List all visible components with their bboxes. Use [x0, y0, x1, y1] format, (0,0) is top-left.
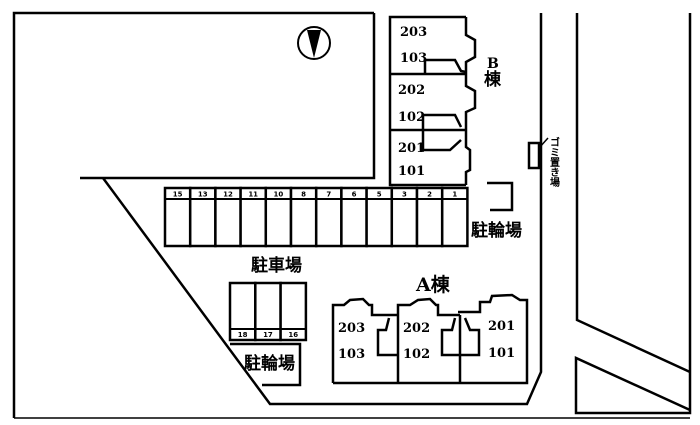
site-boundaries: [12, 11, 692, 419]
parking-slot-number: 5: [377, 191, 382, 199]
parking-slot-number: 12: [223, 191, 233, 199]
parking-slot-number: 8: [301, 191, 306, 199]
parking-slot-number: 3: [402, 191, 407, 199]
bike-parking-b-area: [487, 181, 514, 212]
parking-slot-number: 1: [452, 191, 457, 199]
parking-slot: 8: [289, 186, 318, 248]
building-b: [388, 15, 477, 187]
parking-slot: 13: [188, 186, 217, 248]
parking-slot: 6: [340, 186, 368, 248]
unit-a-upper: 202: [403, 321, 430, 336]
parking-slot: 2: [415, 186, 444, 248]
parking-slot: 12: [214, 186, 242, 248]
unit-b-upper: 202: [398, 83, 425, 98]
parking-slot-number: 15: [173, 191, 183, 199]
parking-slot-outline: [415, 186, 444, 248]
unit-a-upper: 203: [338, 321, 365, 336]
parking-slot-outline: [239, 186, 268, 248]
parking-slot: 17: [254, 281, 282, 342]
unit-a-lower: 101: [488, 346, 515, 361]
building-a: [331, 293, 529, 385]
parking-slot-outline: [228, 281, 257, 342]
parking-slot-outline: [440, 186, 469, 248]
bike-parking-a-area: [230, 342, 302, 387]
parking-row-bottom: 18 17 16: [228, 281, 308, 342]
parking-slot-number: 7: [326, 191, 331, 199]
parking-slot-number: 11: [248, 191, 258, 199]
parking-row-top: 15 13 12 11 10 8 7 6 5 3 2 1: [163, 186, 469, 248]
unit-a-lower: 102: [403, 347, 430, 362]
garbage-area: [527, 141, 541, 170]
parking-slot-number: 10: [274, 191, 284, 199]
parking-slot: 18: [228, 281, 257, 342]
unit-a-upper: 201: [488, 319, 515, 334]
parking-slot: 11: [239, 186, 268, 248]
parking-slot: 5: [365, 186, 394, 248]
parking-slot: 15: [163, 186, 192, 248]
parking-slot-outline: [188, 186, 217, 248]
unit-b-upper: 203: [400, 25, 427, 40]
parking-slot-number: 6: [352, 191, 357, 199]
bike-parking-b-label: 駐輪場: [471, 220, 522, 241]
unit-b-lower: 101: [398, 164, 425, 179]
parking-slot: 7: [314, 186, 343, 248]
parking-slot-number: 13: [198, 191, 208, 199]
parking-slot: 16: [279, 281, 308, 342]
garbage-label: ゴミ置き場: [548, 136, 560, 188]
parking-label: 駐車場: [251, 255, 302, 276]
parking-slot-outline: [314, 186, 343, 248]
parking-slot-number: 18: [238, 331, 248, 339]
building-a-label: A棟: [415, 273, 451, 296]
parking-slot-outline: [264, 186, 293, 248]
bike-parking-a-label: 駐輪場: [244, 353, 295, 374]
parking-slot-number: 16: [288, 331, 298, 339]
unit-b-upper: 201: [398, 141, 425, 156]
parking-slot-number: 17: [263, 331, 273, 339]
parking-slot: 1: [440, 186, 469, 248]
unit-b-lower: 102: [398, 110, 425, 125]
parking-slot-outline: [279, 281, 308, 342]
parking-slot-number: 2: [427, 191, 432, 199]
parking-slot: 3: [390, 186, 419, 248]
building-b-letter: B: [487, 56, 499, 72]
unit-b-lower: 103: [400, 51, 427, 66]
unit-a-lower: 103: [338, 347, 365, 362]
parking-slot: 10: [264, 186, 293, 248]
parking-slot-outline: [365, 186, 394, 248]
building-b-kanji: 棟: [484, 69, 502, 90]
north-arrow-icon: [297, 26, 331, 60]
